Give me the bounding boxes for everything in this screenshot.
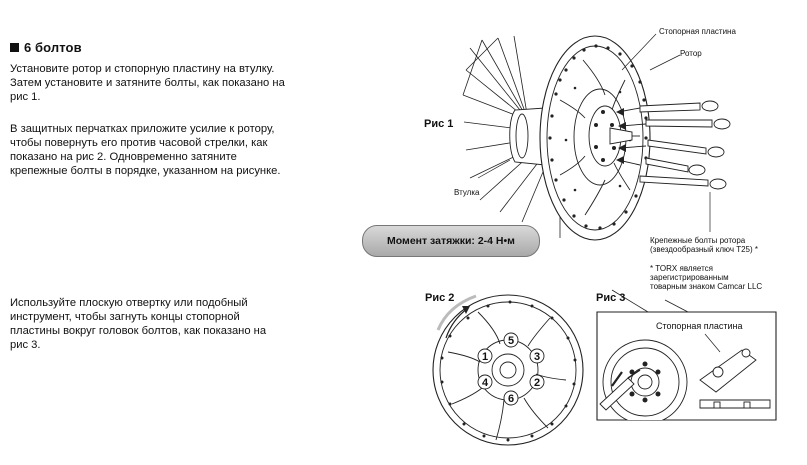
figure2-label: Рис 2 (425, 292, 455, 304)
order-marker-6: 6 (508, 393, 514, 405)
figure2-illustration (432, 294, 584, 446)
order-marker-2: 2 (534, 377, 540, 389)
figure1-label: Рис 1 (424, 118, 454, 130)
tightening-order-markers: 1 2 3 4 5 6 (477, 332, 545, 406)
figure3-label: Рис 3 (596, 292, 626, 304)
lock-plate-callout: Стопорная пластина (659, 27, 736, 36)
order-marker-1: 1 (482, 351, 488, 363)
instruction-paragraph-1: Установите ротор и стопорную пластину на… (10, 63, 285, 103)
section-heading: 6 болтов (10, 40, 82, 55)
torx-note: * TORX является зарегистрированным товар… (650, 264, 763, 291)
rotor-callout: Ротор (680, 49, 702, 58)
order-marker-3: 3 (534, 351, 540, 363)
order-marker-5: 5 (508, 335, 514, 347)
figure1-illustration (462, 33, 731, 241)
order-marker-4: 4 (482, 377, 489, 389)
bullet-square-icon (10, 43, 19, 52)
hub-callout: Втулка (454, 188, 480, 197)
rotor-bolts (639, 100, 731, 190)
instruction-paragraph-2: В защитных перчатках приложите усилие к … (10, 123, 281, 177)
torque-badge: Момент затяжки: 2-4 Н•м (362, 225, 540, 257)
figure3-illustration (596, 289, 777, 421)
bolts-callout: Крепежные болты ротора (звездообразный к… (650, 236, 758, 254)
figure3-lock-plate-callout: Стопорная пластина (656, 321, 743, 331)
instruction-paragraph-3: Используйте плоскую отвертку или подобны… (10, 297, 267, 351)
